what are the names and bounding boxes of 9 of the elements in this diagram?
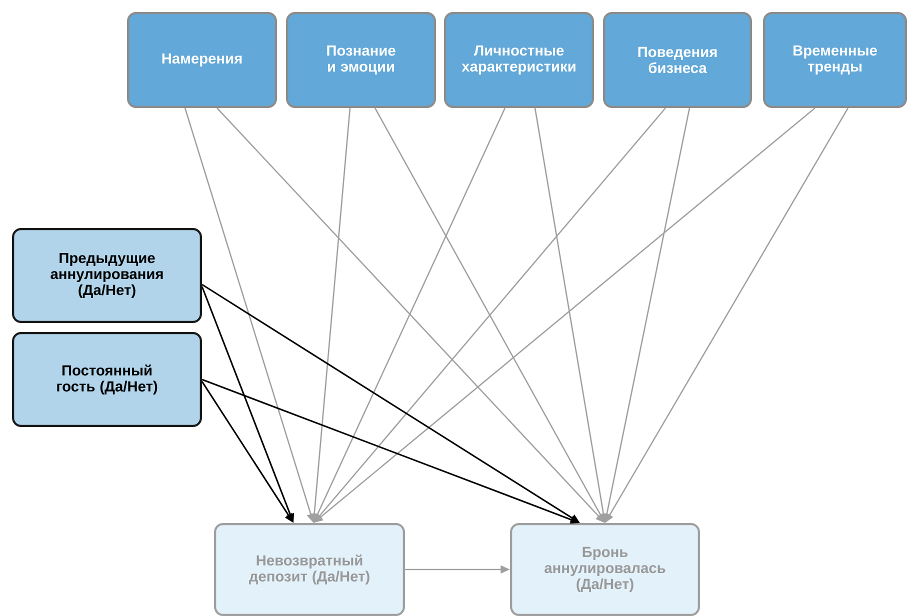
- factor-box: Познание и эмоции: [286, 12, 436, 108]
- input-box: Постоянный гость (Да/Нет): [12, 332, 202, 427]
- factor-box: Временные тренды: [763, 12, 907, 108]
- factor-box: Личностные характеристики: [444, 12, 594, 108]
- outcome-box: Бронь аннулировалась (Да/Нет): [510, 523, 700, 616]
- input-box: Предыдущие аннулирования (Да/Нет): [12, 228, 202, 323]
- factor-box: Намерения: [127, 12, 277, 108]
- outcome-box: Невозвратный депозит (Да/Нет): [214, 523, 405, 616]
- factor-box: Поведения бизнеса: [603, 12, 752, 108]
